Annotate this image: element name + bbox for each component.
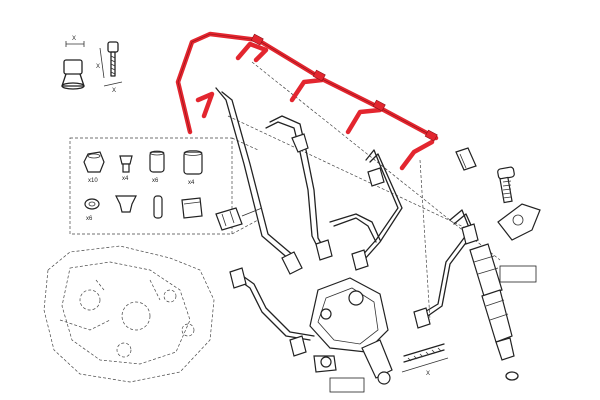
stud-length: X xyxy=(401,343,449,377)
seal-kit: x10 x4 x6 x4 x6 xyxy=(69,137,259,235)
pipe-clamp-right xyxy=(455,147,477,171)
torque-wrench-icon xyxy=(61,41,123,90)
torque-label-mid: X xyxy=(96,64,100,70)
injection-pipes xyxy=(215,87,479,357)
kit-label-x6b: x6 xyxy=(86,216,93,222)
high-pressure-pump-icon xyxy=(309,277,393,385)
kit-label-x6: x6 xyxy=(152,178,159,184)
callout-box-pump xyxy=(329,377,365,393)
torque-label-top: X xyxy=(72,36,76,42)
kit-label-x4: x4 xyxy=(122,176,129,182)
stud-length-label: X xyxy=(426,371,430,377)
injector-clamp xyxy=(497,166,541,241)
seal-kit-icon xyxy=(83,150,203,219)
torque-label-bottom: X xyxy=(112,88,116,94)
callout-box-injector xyxy=(499,265,537,283)
fuel-rail-icon xyxy=(175,31,439,171)
kit-label-x10: x10 xyxy=(88,178,98,184)
pipe-clamp-left xyxy=(215,207,263,231)
kit-label-x4b: x4 xyxy=(188,180,195,186)
engine-outline xyxy=(43,245,215,383)
injector-icon xyxy=(469,243,519,381)
torque-detail: X X X xyxy=(61,36,123,94)
